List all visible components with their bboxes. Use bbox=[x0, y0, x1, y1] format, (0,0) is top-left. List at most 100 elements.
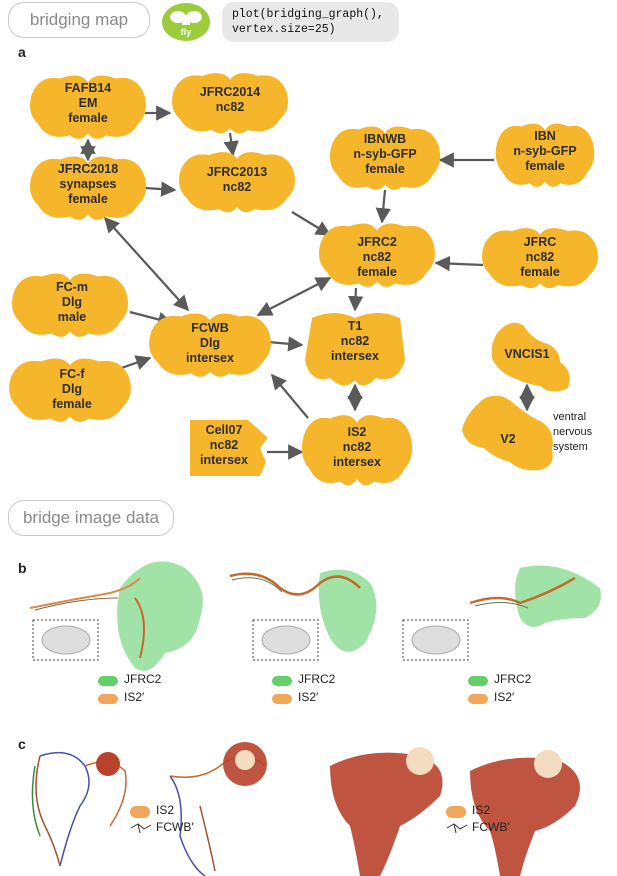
label-fcwb-3: intersex bbox=[186, 351, 234, 365]
edge-fcwb-t1 bbox=[267, 336, 304, 352]
volume-render-image-4 bbox=[470, 750, 580, 876]
legend-label-green: JFRC2 bbox=[298, 672, 336, 686]
legend-b-3: JFRC2 IS2′ bbox=[468, 672, 558, 708]
label-ibn-2: n-syb-GFP bbox=[513, 144, 576, 158]
panel-label-b: b bbox=[18, 560, 27, 576]
label-fcf-1: FC-f bbox=[60, 367, 86, 381]
node-shape-cell07 bbox=[190, 420, 268, 476]
label-jfrc2014-1: JFRC2014 bbox=[200, 85, 260, 99]
legend-swatch-orange bbox=[272, 694, 292, 704]
label-jfrc2018-3: female bbox=[68, 192, 108, 206]
label-v2: V2 bbox=[500, 432, 515, 446]
neuron-tracing-image-2 bbox=[169, 742, 267, 876]
volume-render-image-3 bbox=[330, 747, 443, 876]
neuron-tracing-icon bbox=[446, 823, 468, 834]
label-jfrc2013-2: nc82 bbox=[223, 180, 252, 194]
bridged-image-3 bbox=[402, 565, 601, 661]
legend-swatch-orange bbox=[446, 806, 466, 818]
legend-label-orange: IS2′ bbox=[124, 690, 145, 704]
label-jfrc-1: JFRC bbox=[524, 235, 557, 249]
label-fcf-3: female bbox=[52, 397, 92, 411]
label-jfrc2014-2: nc82 bbox=[216, 100, 245, 114]
bridging-map-button[interactable]: bridging map bbox=[8, 2, 150, 38]
label-fafb14-3: female bbox=[68, 111, 108, 125]
label-ibnwb-3: female bbox=[365, 162, 405, 176]
legend-swatch-green bbox=[272, 676, 292, 686]
legend-swatch-orange bbox=[130, 806, 150, 818]
legend-c-1: IS2 FCWB′ bbox=[130, 802, 215, 838]
vnc-annotation-3: system bbox=[553, 441, 588, 453]
edge-jfrc-jfrc2 bbox=[434, 255, 484, 272]
bridged-image-2 bbox=[229, 569, 377, 661]
label-cell07-1: Cell07 bbox=[206, 423, 243, 437]
label-jfrc2-3: female bbox=[357, 265, 397, 279]
svg-text:V2: V2 bbox=[500, 432, 515, 446]
label-is2-3: intersex bbox=[333, 455, 381, 469]
edge-jfrc2013-jfrc2 bbox=[291, 211, 332, 236]
bridge-image-data-button[interactable]: bridge image data bbox=[8, 500, 174, 536]
label-is2-1: IS2 bbox=[348, 425, 367, 439]
edge-jfrc2018-fcwb bbox=[103, 216, 190, 312]
label-fcm-1: FC-m bbox=[56, 280, 88, 294]
legend-label-is2: IS2 bbox=[156, 803, 175, 817]
legend-b-1: JFRC2 IS2′ bbox=[98, 672, 188, 708]
label-t1-1: T1 bbox=[348, 319, 363, 333]
edge-ibnwb-jfrc2 bbox=[375, 189, 391, 224]
label-fcwb-2: Dlg bbox=[200, 336, 220, 350]
svg-text:VNCIS1: VNCIS1 bbox=[504, 347, 549, 361]
label-jfrc2013-1: JFRC2013 bbox=[207, 165, 267, 179]
edge-jfrc2-t1 bbox=[347, 287, 364, 312]
legend-c-2: IS2 FCWB′ bbox=[446, 802, 531, 838]
legend-label-is2: IS2 bbox=[472, 803, 491, 817]
edge-jfrc2014-jfrc2013 bbox=[223, 132, 239, 157]
panel-b-images bbox=[29, 561, 601, 671]
panel-label-a: a bbox=[18, 44, 26, 60]
label-jfrc-3: female bbox=[520, 265, 560, 279]
label-ibnwb-1: IBNWB bbox=[364, 132, 406, 146]
edge-is2-fcwb bbox=[271, 373, 309, 419]
label-jfrc2-1: JFRC2 bbox=[357, 235, 397, 249]
neuron-tracing-image-1 bbox=[31, 751, 127, 867]
label-jfrc2-2: nc82 bbox=[363, 250, 392, 264]
edge-jfrc2018-jfrc2013 bbox=[144, 181, 177, 197]
label-fcwb-1: FCWB bbox=[191, 321, 229, 335]
label-vncis1: VNCIS1 bbox=[504, 347, 549, 361]
legend-swatch-green bbox=[98, 676, 118, 686]
bridged-image-1 bbox=[29, 561, 203, 671]
vnc-annotation-1: ventral bbox=[553, 411, 586, 423]
label-fcm-3: male bbox=[58, 310, 87, 324]
label-jfrc2018-1: JFRC2018 bbox=[58, 162, 118, 176]
legend-b-2: JFRC2 IS2′ bbox=[272, 672, 362, 708]
vnc-annotation-2: nervous bbox=[553, 426, 593, 438]
label-fcf-2: Dlg bbox=[62, 382, 82, 396]
legend-label-orange: IS2′ bbox=[298, 690, 319, 704]
legend-label-green: JFRC2 bbox=[494, 672, 532, 686]
label-fafb14-2: EM bbox=[79, 96, 98, 110]
label-ibnwb-2: n-syb-GFP bbox=[353, 147, 416, 161]
fly-logo-text: fly bbox=[180, 27, 192, 37]
fly-logo: fly bbox=[160, 2, 212, 42]
node-shape-vncis1 bbox=[491, 322, 570, 392]
neuron-tracing-icon bbox=[130, 823, 152, 834]
code-line-2: vertex.size=25) bbox=[232, 23, 336, 36]
panel-c-images bbox=[31, 742, 580, 876]
label-is2-2: nc82 bbox=[343, 440, 372, 454]
code-line-1: plot(bridging_graph(), bbox=[232, 8, 384, 21]
label-t1-2: nc82 bbox=[341, 334, 370, 348]
edge-jfrc2-fcwb bbox=[256, 277, 332, 316]
label-jfrc-2: nc82 bbox=[526, 250, 555, 264]
